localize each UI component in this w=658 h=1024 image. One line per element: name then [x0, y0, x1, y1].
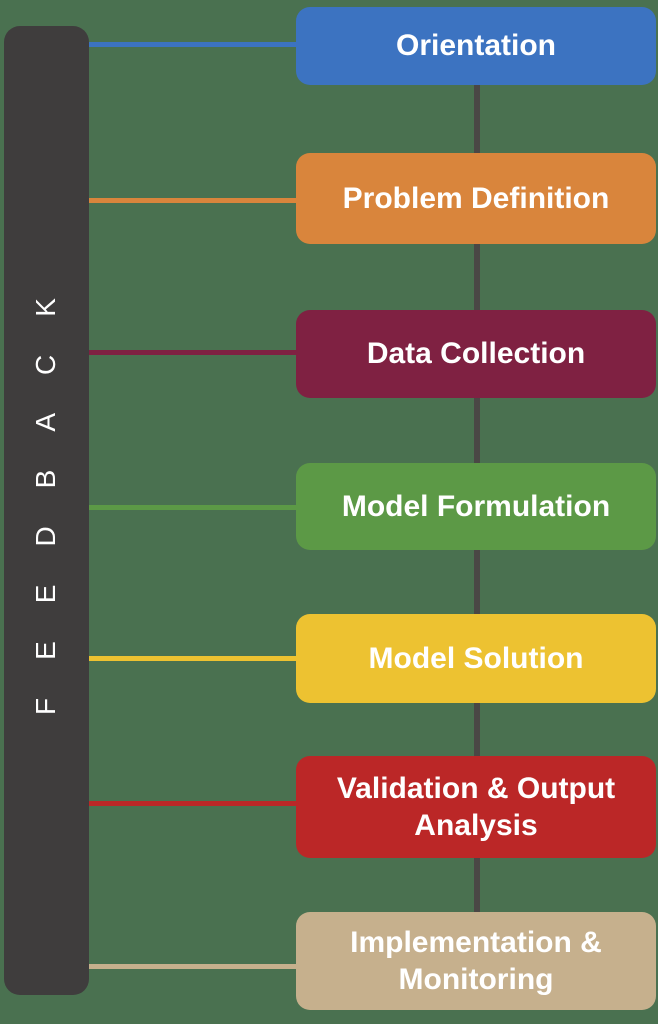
feedback-line-model-formulation — [88, 505, 296, 510]
stage-label: Data Collection — [366, 337, 586, 371]
stage-box-data-collection: Data Collection — [296, 310, 656, 398]
stage-label: Model Solution — [368, 641, 584, 675]
stage-box-model-formulation: Model Formulation — [296, 463, 656, 550]
stage-label: Model Formulation — [341, 489, 611, 523]
stage-box-validation-output-analysis: Validation & Output Analysis — [296, 756, 656, 858]
feedback-line-orientation — [88, 42, 296, 47]
feedback-line-validation-output-analysis — [88, 801, 296, 806]
feedback-label: FEEDBACK — [30, 260, 61, 715]
stage-label: Orientation — [395, 29, 556, 63]
stage-label: Validation & Output Analysis — [336, 771, 616, 843]
stage-box-orientation: Orientation — [296, 7, 656, 85]
feedback-line-data-collection — [88, 350, 296, 355]
stage-label: Problem Definition — [342, 181, 610, 215]
feedback-line-problem-definition — [88, 198, 296, 203]
stage-label: Implementation & Monitoring — [350, 925, 602, 997]
feedback-line-implementation-monitoring — [88, 964, 296, 969]
stage-box-problem-definition: Problem Definition — [296, 153, 656, 244]
feedback-line-model-solution — [88, 656, 296, 661]
feedback-bar — [4, 26, 89, 995]
stage-box-implementation-monitoring: Implementation & Monitoring — [296, 912, 656, 1010]
stage-box-model-solution: Model Solution — [296, 614, 656, 703]
